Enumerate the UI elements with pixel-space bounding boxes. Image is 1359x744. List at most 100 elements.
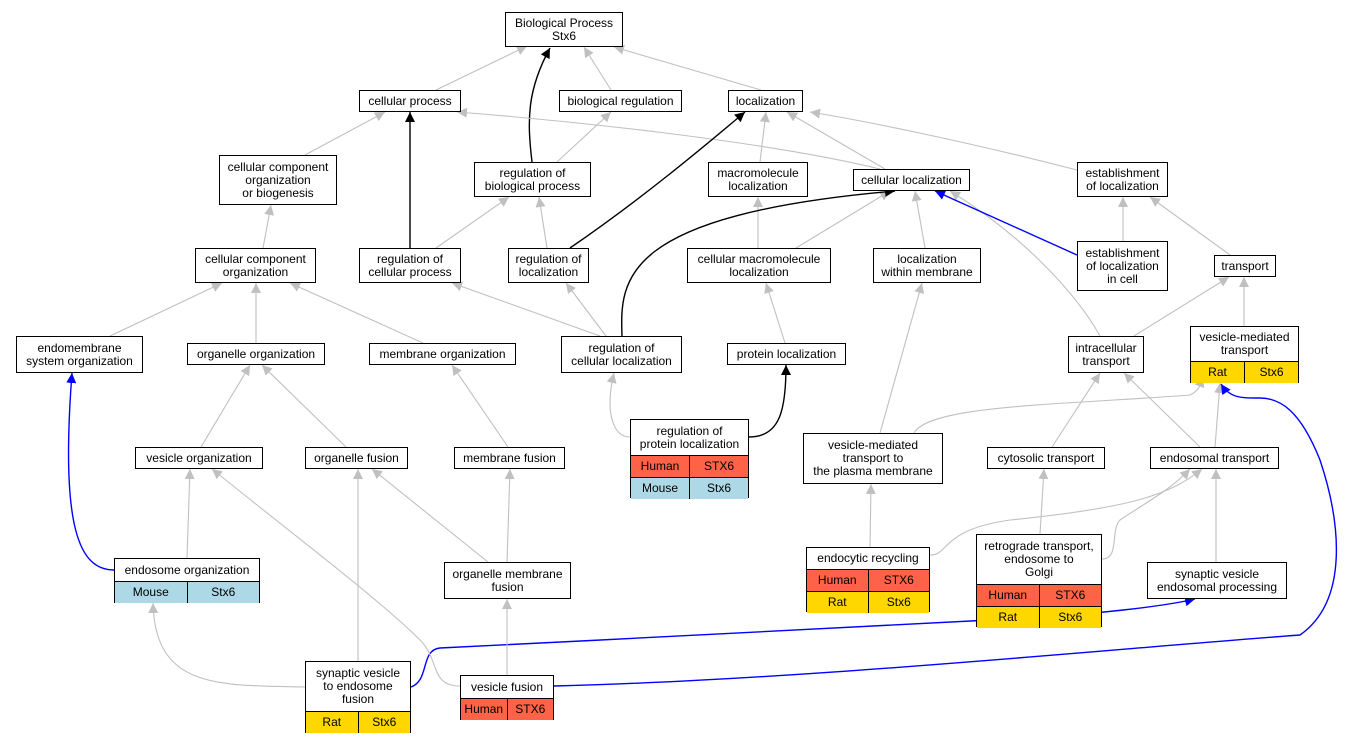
edge-ct-to-it [1051,372,1101,448]
go-node-mf[interactable]: membrane fusion [454,447,565,469]
edge-et-to-it [1123,372,1201,448]
go-node-label: endosome organization [124,562,250,577]
species-cell: Human [631,456,689,477]
go-node-label: organelle fusion [314,450,399,465]
edge-vf-to-vmt [553,383,1338,687]
go-node-label: retrograde transport, endosome to Golgi [984,539,1094,579]
go-node-ct[interactable]: cytosolic transport [987,447,1105,469]
edge-rl-to-loc [569,111,746,249]
go-node-label: regulation of localization [515,251,582,279]
go-node-et[interactable]: endosomal transport [1150,447,1279,469]
go-node-omf[interactable]: organelle membrane fusion [444,562,571,599]
edge-cl-to-loc [786,111,886,170]
edge-rbp-to-bp [528,47,551,163]
go-node-rl[interactable]: regulation of localization [508,248,589,283]
edge-cl-to-cp [456,107,881,170]
edge-svef-to-sveprocess [410,596,1196,688]
go-node-cco[interactable]: cellular component organization [195,248,316,283]
go-node-label: localization [735,93,796,108]
go-node-label: establishment of localization in cell [1085,245,1160,286]
edge-rteg-to-et [1101,468,1191,560]
go-node-it[interactable]: intracellular transport [1068,336,1144,373]
go-node-label: cellular macromolecule localization [697,251,821,279]
edge-vmtpm-to-vmt [913,376,1205,434]
edge-rl-to-rbp [535,196,548,249]
edge-rcp-to-rbp [435,196,510,249]
go-node-eol[interactable]: establishment of localization [1077,162,1168,197]
go-node-ccob[interactable]: cellular component organization or bioge… [219,155,337,205]
species-cell: Human [977,585,1039,606]
species-cell: Rat [306,712,358,733]
go-node-label: membrane fusion [463,450,556,465]
edge-mf-to-mo [451,364,509,448]
go-node-label: membrane organization [379,346,506,361]
go-node-sveprocess[interactable]: synaptic vesicle endosomal processing [1147,562,1287,599]
go-node-oo[interactable]: organelle organization [187,343,325,365]
edge-rcl-to-cl [621,186,896,337]
edge-vmtpm-to-lwm [879,282,925,434]
edge-cp-to-bp [435,45,528,91]
go-node-lwm[interactable]: localization within membrane [873,248,981,283]
edge-of-to-oo [261,364,347,448]
gene-symbol-cell: STX6 [867,570,929,591]
go-node-rcl[interactable]: regulation of cellular localization [561,336,682,373]
gene-symbol-cell: Stx6 [689,478,748,499]
species-cell: Mouse [631,478,689,499]
edge-it-to-cl [949,190,1101,337]
go-node-eso[interactable]: endomembrane system organization [16,336,143,373]
edge-lwm-to-cl [911,190,926,249]
edge-rcl-to-rl [565,282,607,337]
go-node-cp[interactable]: cellular process [359,90,461,112]
go-node-label: cellular component organization or bioge… [227,159,329,200]
species-cell: Human [807,570,868,591]
go-node-label: macromolecule localization [717,165,799,193]
edge-ccob-to-cp [304,111,386,156]
go-node-label: endomembrane system organization [26,340,133,368]
go-node-rbp[interactable]: regulation of biological process [474,162,591,197]
go-node-bp[interactable]: Biological Process Stx6 [505,12,623,47]
go-node-cml[interactable]: cellular macromolecule localization [687,248,831,283]
go-node-mo[interactable]: membrane organization [369,343,516,365]
edge-svef-to-eo [148,602,306,688]
gene-symbol-cell: Stx6 [357,712,410,733]
edge-vo-to-oo [200,364,251,448]
edge-cml-to-cl [795,190,891,249]
go-node-tr[interactable]: transport [1214,255,1276,277]
go-node-br[interactable]: biological regulation [559,90,682,112]
go-node-rcp[interactable]: regulation of cellular process [359,248,461,283]
edge-it-to-tr [1133,276,1230,337]
edge-er-to-et [929,468,1203,556]
edge-rcl-to-rcp [451,281,601,337]
go-node-vmtpm[interactable]: vesicle-mediated transport to the plasma… [803,433,943,484]
go-node-label: protein localization [736,346,837,361]
go-node-cl[interactable]: cellular localization [853,169,970,191]
go-node-pl[interactable]: protein localization [727,343,846,365]
go-node-label: synaptic vesicle to endosome fusion [315,666,401,706]
go-node-ml[interactable]: macromolecule localization [708,162,808,197]
edge-eolc-to-cl [934,190,1078,256]
edge-tr-to-eol [1149,196,1231,256]
go-node-label: regulation of cellular localization [571,340,672,368]
go-node-label: organelle membrane fusion [452,566,563,594]
go-node-of[interactable]: organelle fusion [305,447,408,469]
species-cell: Mouse [115,582,187,603]
edge-ml-to-loc [759,111,770,163]
edge-rpl-to-rcl [606,372,631,438]
go-node-eolc[interactable]: establishment of localization in cell [1077,241,1168,291]
edge-eo-to-vo [184,468,195,559]
go-node-loc[interactable]: localization [728,90,803,112]
go-node-vo[interactable]: vesicle organization [135,447,263,469]
